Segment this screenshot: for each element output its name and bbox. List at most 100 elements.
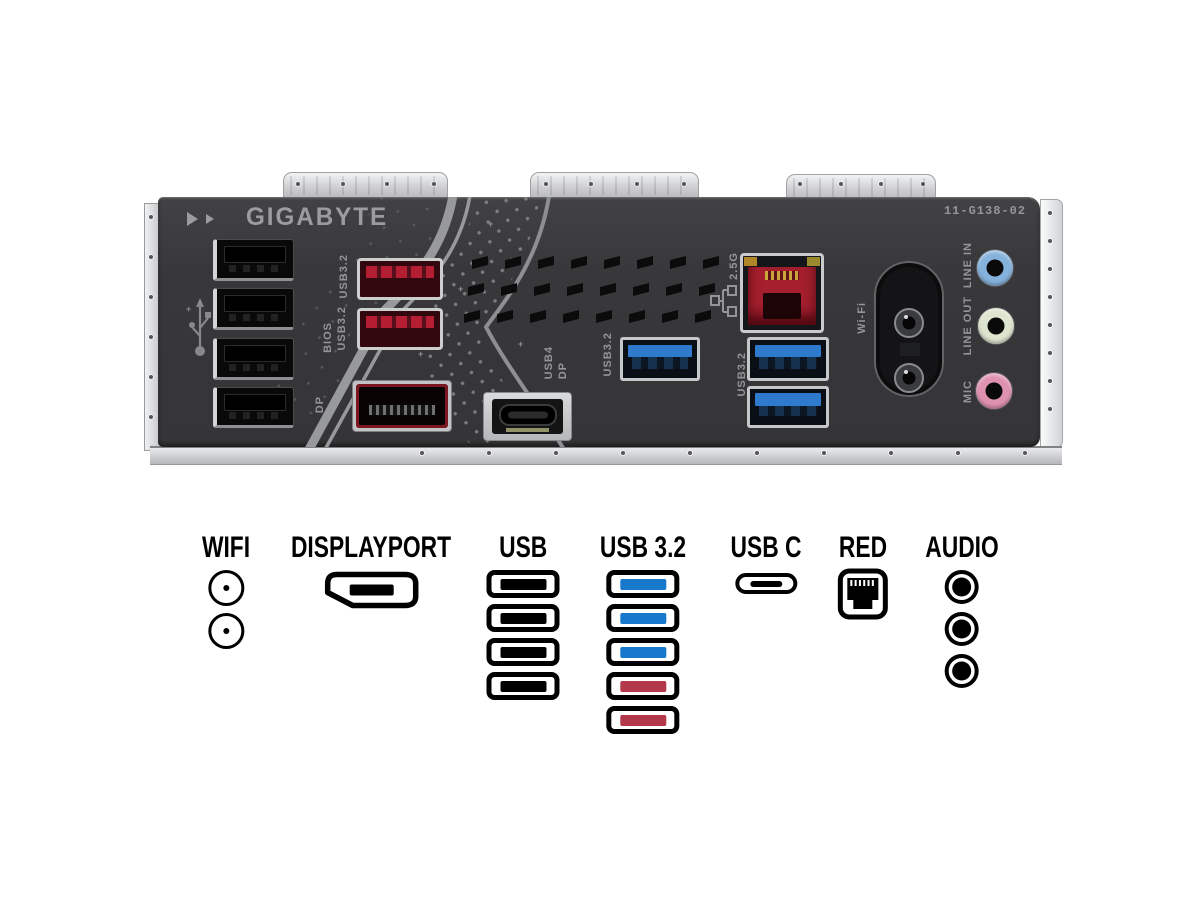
mic-jack	[975, 372, 1013, 410]
usb2-port-3	[213, 338, 294, 380]
lan-network-icon	[710, 285, 737, 317]
screw-dot	[688, 451, 692, 455]
shield-tab	[283, 172, 448, 200]
lan-led-left	[744, 257, 757, 266]
vent-slot	[530, 310, 546, 323]
screw-dot	[1048, 239, 1052, 243]
usb-a-icon	[486, 570, 560, 598]
vent-slot	[571, 256, 587, 269]
usb-a-icon	[606, 672, 680, 700]
usb-contacts	[229, 364, 281, 371]
usb32-red-port-1	[357, 258, 443, 300]
jack-hole	[986, 259, 1004, 277]
dp-teeth	[369, 405, 435, 415]
usb-a-icon	[486, 672, 560, 700]
legend-icons	[323, 570, 419, 609]
usb-a-bar	[619, 646, 666, 658]
screw-dot	[487, 451, 491, 455]
screw-dot	[1048, 267, 1052, 271]
jack-hole	[985, 382, 1003, 400]
usb-a-bar	[619, 714, 666, 726]
usb-tongue	[223, 295, 287, 313]
usb-symbol-icon: +	[186, 298, 211, 356]
svg-text:+: +	[488, 219, 493, 229]
screw-dot	[1048, 295, 1052, 299]
screw-dot	[956, 451, 960, 455]
tab-hatch	[290, 176, 441, 195]
legend-icons	[838, 568, 889, 620]
usb2-port-2	[213, 288, 294, 330]
wifi-antenna-icon	[208, 613, 244, 649]
usb-tongue	[755, 344, 821, 358]
usb32-blue-port-3	[747, 386, 829, 428]
usb-tongue	[366, 316, 434, 329]
usb-tongue	[755, 393, 821, 406]
usbc-slot	[498, 403, 557, 426]
usb2-port-1	[213, 239, 294, 281]
legend-label: USB	[498, 531, 548, 564]
port-label-lan-speed: 2.5G	[728, 252, 740, 280]
screw-dot	[589, 182, 594, 186]
vent-slot	[600, 283, 616, 296]
usb-a-bar	[500, 646, 546, 658]
usb32-blue-port-1	[620, 337, 700, 381]
usb-a-bar	[500, 680, 546, 692]
usb-a-bar	[619, 680, 666, 692]
vent-slot	[464, 310, 480, 323]
port-label-dp: DP	[314, 396, 326, 414]
usb-tongue	[223, 246, 287, 264]
wifi-antenna-module	[874, 261, 944, 397]
screw-dot	[682, 182, 687, 186]
vent-slot	[695, 310, 711, 323]
screw-dot	[149, 335, 153, 339]
dp-opening	[359, 387, 445, 425]
screw-dot	[385, 182, 390, 186]
vent-slot	[497, 310, 513, 323]
port-label-bios-usb32: USB3.2	[336, 306, 348, 351]
legend-label: AUDIO	[925, 531, 999, 564]
screw-dot	[149, 295, 153, 299]
usb-tongue	[223, 393, 287, 411]
usb2-port-4	[213, 387, 294, 428]
jack-dot	[952, 661, 972, 681]
usb-contacts	[229, 314, 281, 321]
port-label-wifi: Wi-Fi	[856, 302, 868, 334]
svg-text:+: +	[518, 339, 523, 349]
vent-slot	[604, 256, 620, 269]
screw-dot	[543, 182, 548, 186]
usb-c-icon	[735, 573, 797, 594]
antenna-dot	[223, 628, 229, 634]
vent-slot	[501, 283, 517, 296]
vent-slot	[670, 256, 686, 269]
legend-label: RED	[838, 531, 888, 564]
legend-label: WIFI	[201, 531, 251, 564]
vent-slot	[637, 256, 653, 269]
legend-column-usb32: USB 3.2	[586, 531, 699, 740]
dp-gasket	[356, 384, 448, 428]
wifi-connector-glint	[904, 315, 908, 319]
vent-slot	[703, 256, 719, 269]
screw-dot	[1023, 451, 1027, 455]
screw-dot	[838, 182, 843, 186]
vent-slot	[699, 283, 715, 296]
screw-dot	[149, 375, 153, 379]
vent-slot	[629, 310, 645, 323]
displayport-port	[352, 380, 452, 432]
legend-label: USB 3.2	[599, 531, 687, 564]
usb-a-bar	[619, 612, 666, 624]
brand-arrow-icon	[206, 214, 214, 224]
usbc-pin	[507, 411, 548, 419]
usb-pins	[759, 405, 817, 417]
usbc-recess	[492, 399, 563, 434]
usb-a-bar	[619, 578, 666, 590]
lan-pins	[765, 271, 799, 280]
usb-pins	[759, 357, 817, 369]
svg-text:+: +	[186, 304, 191, 314]
usb4-type-c-port	[483, 392, 572, 441]
wifi-connector-glint	[904, 370, 908, 374]
port-label-usb32: USB3.2	[338, 254, 350, 299]
brand-logo: GIGABYTE	[246, 203, 389, 231]
screw-dot	[621, 451, 625, 455]
screw-dot	[296, 182, 301, 186]
